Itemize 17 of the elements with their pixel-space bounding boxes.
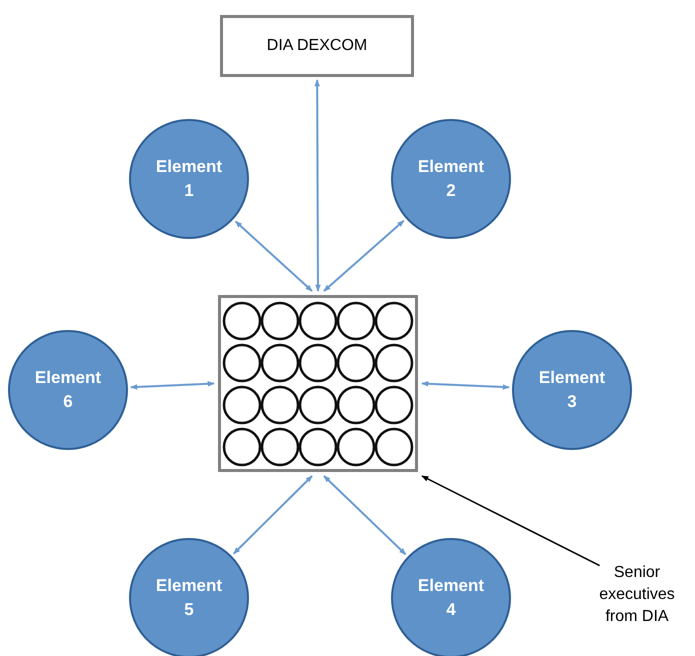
double-arrow — [233, 475, 313, 554]
node-label: Element 2 — [416, 156, 486, 202]
callout-text: Senior executives from DIA — [598, 563, 676, 627]
double-arrow — [421, 380, 510, 390]
node-label: Element 6 — [34, 367, 102, 413]
double-arrow — [130, 380, 215, 390]
node-label: Element 3 — [538, 367, 606, 413]
leader-line — [421, 475, 600, 566]
double-arrow — [323, 475, 406, 556]
node-label: Element 5 — [154, 575, 224, 621]
double-arrow — [314, 79, 321, 292]
node-label: Element 4 — [416, 575, 486, 621]
double-arrow — [323, 220, 404, 292]
node-label: Element 1 — [154, 156, 224, 202]
double-arrow — [234, 220, 313, 292]
node-label: DIA DEXCOM — [266, 36, 368, 56]
title-box — [220, 15, 414, 77]
